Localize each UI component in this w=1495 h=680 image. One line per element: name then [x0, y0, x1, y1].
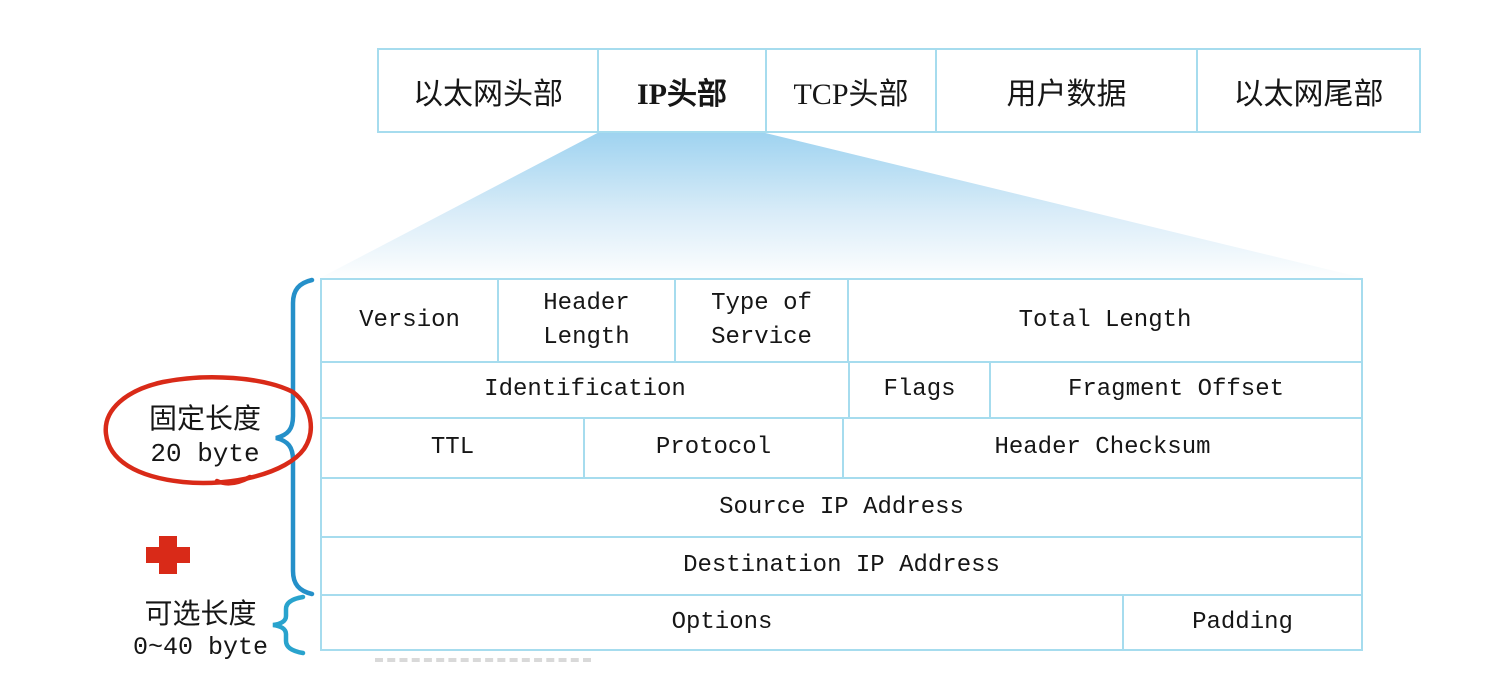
field-ttl: TTL: [430, 434, 475, 462]
field-flags: Flags: [848, 363, 989, 417]
red-ellipse-pen-overlap: [214, 474, 253, 486]
field-protocol: Protocol: [583, 419, 842, 477]
table-row: TTL Protocol Header Checksum: [322, 417, 1361, 477]
frame-cell-tcp-header: TCP头部: [765, 50, 935, 131]
table-row: Destination IP Address: [322, 536, 1361, 594]
field-type-of-service: Type of Service: [674, 280, 847, 361]
fixed-length-value: 20 byte: [150, 439, 260, 469]
field-fragment-offset: Fragment Offset: [989, 363, 1361, 417]
field-options: Options: [671, 608, 773, 636]
expansion-gradient-trapezoid: [320, 133, 1363, 278]
table-row: Version Header Length Type of Service To…: [322, 280, 1361, 361]
table-row: Options Padding: [322, 594, 1361, 649]
field-source-ip-address: Source IP Address: [719, 493, 964, 521]
field-total-length: Total Length: [847, 280, 1361, 361]
frame-cell-user-data: 用户数据: [935, 50, 1196, 131]
optional-length-value: 0~40 byte: [132, 633, 269, 662]
optional-length-title: 可选长度: [144, 599, 257, 630]
field-header-length: Header Length: [497, 280, 674, 361]
frame-cell-ethernet-header: 以太网头部: [413, 77, 563, 111]
fixed-length-label: 固定长度 20 byte: [105, 402, 305, 471]
field-identification: Identification: [484, 376, 686, 404]
field-padding: Padding: [1122, 596, 1361, 649]
field-version: Version: [359, 306, 460, 334]
plus-icon: [146, 536, 190, 574]
field-destination-ip-address: Destination IP Address: [683, 552, 1000, 580]
ethernet-frame-bar: 以太网头部 IP头部 TCP头部 用户数据 以太网尾部: [377, 48, 1421, 133]
faint-dashes-artifact: [375, 658, 591, 662]
frame-cell-ip-header: IP头部: [597, 50, 765, 131]
field-header-checksum: Header Checksum: [842, 419, 1361, 477]
table-row: Identification Flags Fragment Offset: [322, 361, 1361, 417]
fixed-length-title: 固定长度: [148, 404, 261, 435]
frame-cell-ethernet-trailer: 以太网尾部: [1196, 50, 1419, 131]
optional-length-label: 可选长度 0~40 byte: [88, 598, 313, 664]
table-row: Source IP Address: [322, 477, 1361, 536]
ip-header-table: Version Header Length Type of Service To…: [320, 278, 1363, 651]
